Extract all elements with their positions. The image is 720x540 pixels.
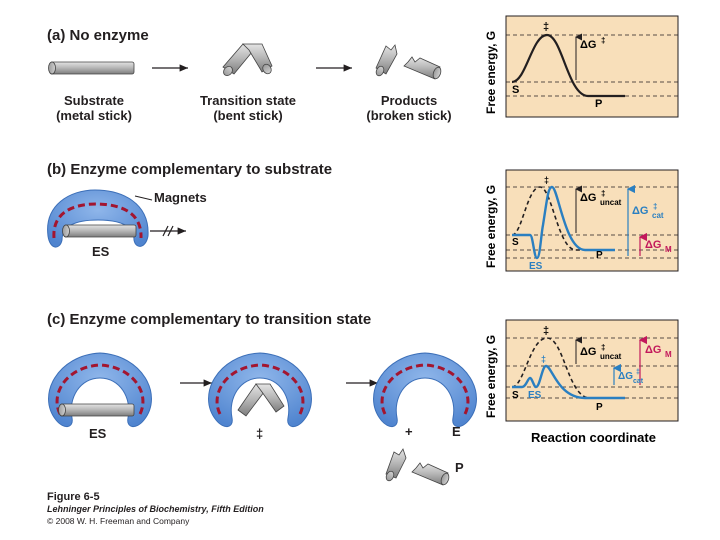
enzyme-c-es: [48, 352, 152, 427]
figure-number: Figure 6-5: [47, 491, 100, 503]
dagger-a: ‡: [543, 21, 549, 33]
delta-g-a: ΔG: [580, 39, 596, 51]
enzyme-c-free: [373, 352, 477, 427]
panel-b-title: (b) Enzyme complementary to substrate: [47, 161, 333, 178]
m-sub-c: M: [665, 350, 672, 359]
broken-stick: [375, 44, 442, 80]
cat-sub-b: cat: [652, 211, 664, 220]
ts-label-c-picture: ‡: [256, 426, 264, 441]
dagger-c-blue: ‡: [541, 354, 546, 364]
transition-label: Transition state (bent stick): [188, 93, 308, 123]
delta-g-cat-c: ΔG: [618, 371, 633, 382]
delta-g-a-dagger: ‡: [601, 36, 605, 45]
p-label-c: P: [596, 402, 603, 413]
p-label-c-picture: P: [455, 460, 464, 475]
delta-g-cat-b-dagger: ‡: [653, 202, 657, 211]
p-label-a: P: [595, 98, 602, 110]
m-sub-b: M: [665, 245, 672, 254]
delta-g-uncat-c: ΔG: [580, 346, 596, 358]
substrate-stick: [48, 61, 135, 75]
magnets-label: Magnets: [154, 190, 207, 205]
y-axis-label-a: Free energy, G: [484, 31, 498, 114]
energy-graph-b: [505, 169, 679, 272]
s-label-c: S: [512, 390, 519, 401]
dagger-c: ‡: [543, 325, 549, 337]
x-axis-label: Reaction coordinate: [531, 430, 656, 445]
delta-g-cat-b: ΔG: [632, 205, 648, 217]
delta-g-m-c: ΔG: [645, 344, 661, 356]
panel-a-title: (a) No enzyme: [47, 27, 149, 44]
uncat-sub-b: uncat: [600, 198, 622, 207]
delta-g-uncat-c-dagger: ‡: [601, 343, 605, 352]
dagger-b: ‡: [544, 175, 549, 185]
delta-g-cat-c-dagger: ‡: [636, 369, 640, 376]
transition-label-line2: (bent stick): [213, 108, 283, 123]
delta-g-uncat-b-dagger: ‡: [601, 189, 605, 198]
products-label-line2: (broken stick): [366, 108, 452, 123]
transition-label-line1: Transition state: [199, 93, 297, 108]
delta-g-uncat-b: ΔG: [580, 192, 596, 204]
substrate-in-enzyme-b: [62, 224, 137, 238]
es-label-b: ES: [529, 261, 543, 272]
enzyme-b: [47, 189, 149, 248]
book-title: Lehninger Principles of Biochemistry, Fi…: [47, 504, 264, 514]
p-label-b: P: [596, 250, 603, 261]
es-label-b-picture: ES: [92, 244, 110, 259]
energy-graph-a: [505, 15, 679, 118]
enzyme-c-ts: [208, 352, 312, 427]
es-label-c: ES: [528, 390, 542, 401]
y-axis-label-b: Free energy, G: [484, 185, 498, 268]
plus-label-c: +: [405, 424, 413, 439]
substrate-label: Substrate (metal stick): [42, 93, 146, 123]
e-label-c: E: [452, 424, 461, 439]
substrate-label-line2: (metal stick): [56, 108, 132, 123]
energy-graph-c: [505, 319, 679, 422]
products-label: Products (broken stick): [355, 93, 463, 123]
cat-sub-c: cat: [633, 378, 644, 385]
delta-g-m-b: ΔG: [645, 239, 661, 251]
panel-c-title: (c) Enzyme complementary to transition s…: [47, 311, 372, 328]
blocked-arrow-b: [150, 225, 186, 237]
magnets-pointer: [134, 195, 153, 201]
s-label-b: S: [512, 237, 519, 248]
s-label-a: S: [512, 84, 519, 96]
bent-stick: [222, 43, 273, 77]
products-c: [385, 448, 450, 486]
substrate-label-line1: Substrate: [64, 93, 124, 108]
copyright: © 2008 W. H. Freeman and Company: [47, 516, 190, 526]
products-label-line1: Products: [380, 93, 438, 108]
uncat-sub-c: uncat: [600, 352, 622, 361]
es-label-c-picture: ES: [89, 426, 107, 441]
y-axis-label-c: Free energy, G: [484, 335, 498, 418]
